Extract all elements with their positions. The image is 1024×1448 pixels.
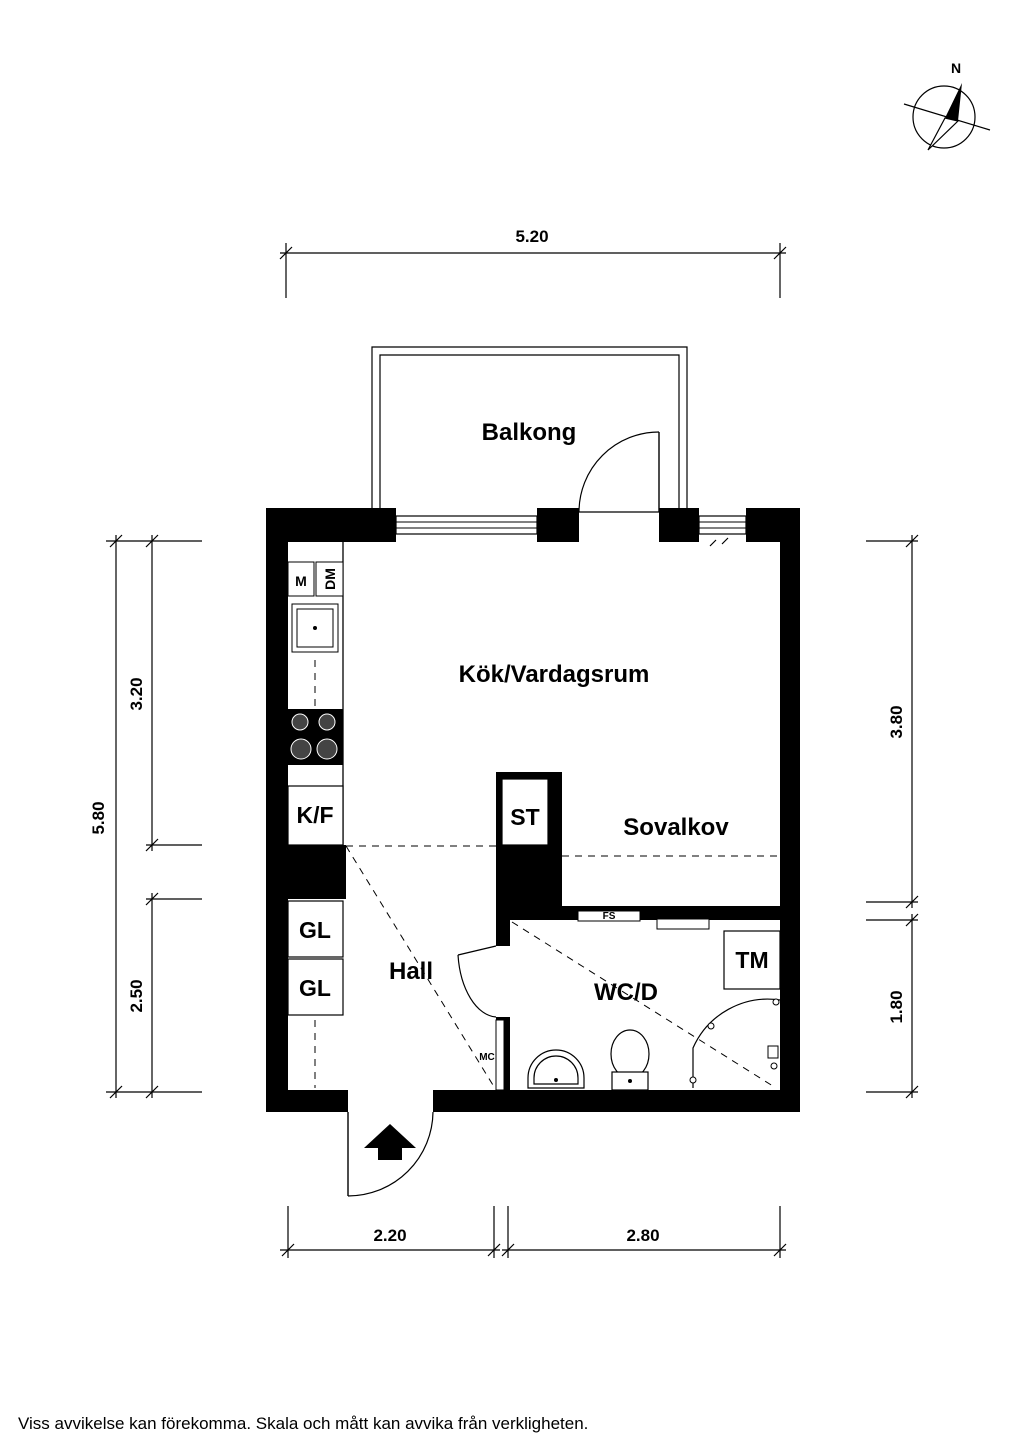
toilet [610, 1029, 650, 1079]
wardrobes: GL GL [287, 900, 344, 1088]
compass: N [903, 60, 991, 151]
bathroom-fixtures: TM [511, 921, 781, 1091]
storage-label: ST [510, 804, 539, 830]
room-label-sleeping-alcove: Sovalkov [623, 814, 729, 841]
dim-living-depth-right: 3.80 [887, 705, 906, 738]
compass-needle-north [945, 83, 962, 121]
storage-cabinet [501, 778, 549, 846]
dim-hall-width: 2.20 [373, 1226, 406, 1245]
fuse-box [577, 910, 641, 922]
room-label-bathroom: WC/D [594, 979, 658, 1006]
kitchen-counter: M DM K/F [287, 542, 344, 846]
entrance-door [347, 1111, 434, 1197]
dim-hall-depth-left: 2.50 [127, 979, 146, 1012]
washing-machine [723, 930, 781, 990]
compass-needle-south [927, 117, 960, 151]
wardrobe-1 [287, 900, 344, 958]
towel-radiator [656, 918, 710, 930]
wardrobe-2-label: GL [299, 975, 331, 1001]
compass-ring [912, 85, 976, 149]
fridge-freezer [287, 785, 344, 846]
media-cabinet-label: MC [479, 1052, 495, 1063]
shower-curtain [692, 998, 781, 1088]
dim-top: 5.20 [279, 227, 787, 298]
window-right [698, 515, 747, 547]
compass-north-label: N [951, 60, 961, 76]
disclaimer-text: Viss avvikelse kan förekomma. Skala och … [18, 1414, 589, 1433]
dim-total-depth: 5.80 [89, 801, 108, 834]
entrance-arrow-icon [364, 1124, 416, 1160]
dim-living-depth-left: 3.20 [127, 677, 146, 710]
wardrobe-2 [287, 958, 344, 1016]
dim-bottom: 2.20 2.80 [280, 1206, 787, 1258]
dim-bathroom-width: 2.80 [626, 1226, 659, 1245]
media-cabinet [495, 1019, 505, 1091]
microwave-label: M [295, 573, 307, 589]
shower-head-icon [767, 1045, 779, 1059]
dim-bathroom-depth-right: 1.80 [887, 990, 906, 1023]
washing-machine-label: TM [735, 947, 768, 973]
dim-left: 5.80 3.20 2.50 [89, 534, 202, 1099]
room-label-kitchen-living: Kök/Vardagsrum [459, 661, 650, 688]
fuse-box-label: FS [603, 911, 616, 922]
washbasin [527, 1049, 585, 1089]
sink-drain-icon [313, 626, 317, 630]
dishwasher-label: DM [322, 568, 338, 590]
balcony [371, 346, 688, 512]
dim-total-width: 5.20 [515, 227, 548, 246]
microwave [287, 561, 315, 597]
window-living [395, 515, 538, 535]
hall-swing-line [345, 845, 497, 1091]
dim-right: 3.80 1.80 [866, 534, 919, 1099]
fridge-freezer-label: K/F [296, 802, 333, 828]
balcony-door [578, 431, 660, 513]
bathroom-door [457, 945, 497, 1018]
room-label-hall: Hall [389, 958, 433, 985]
room-label-balcony: Balkong [482, 419, 577, 446]
walls [266, 508, 800, 1112]
dishwasher [315, 561, 344, 597]
wardrobe-1-label: GL [299, 917, 331, 943]
